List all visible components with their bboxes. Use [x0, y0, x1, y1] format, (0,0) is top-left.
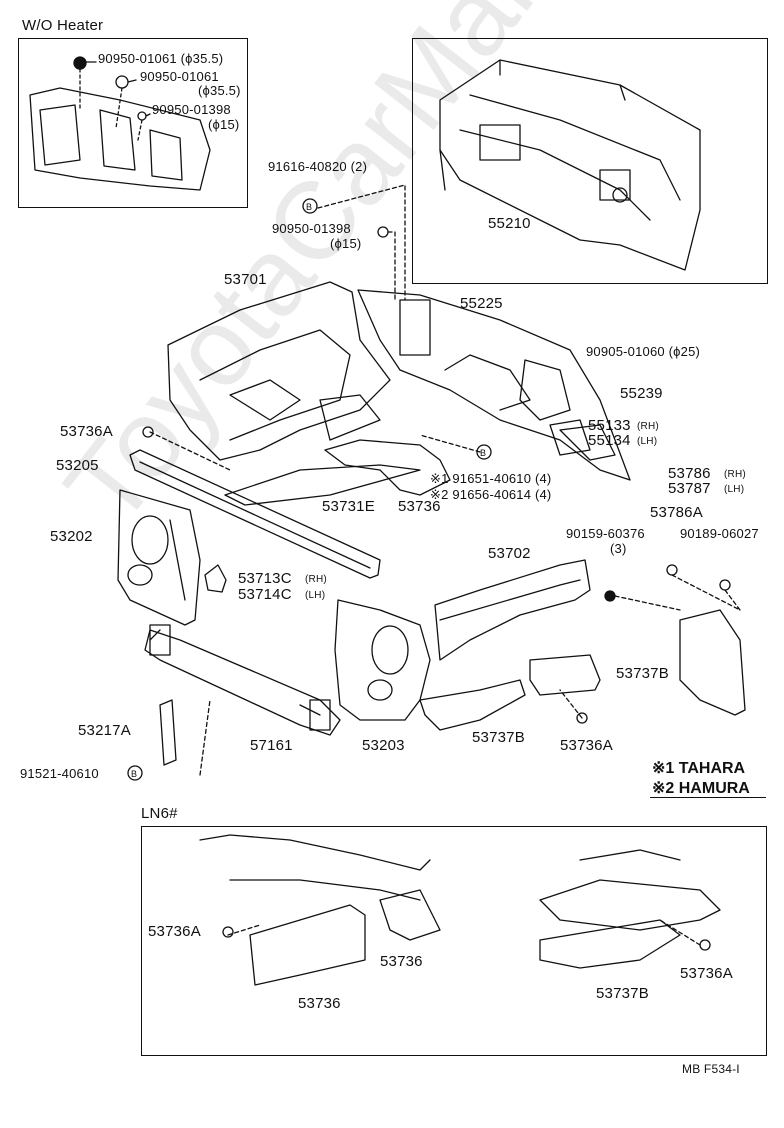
legend-rule: [650, 797, 766, 798]
label-90950-01061-b: 90950-01061: [140, 69, 219, 84]
label-53736-2: 53736: [380, 953, 423, 970]
support-57161-drawing: [144, 624, 341, 736]
label-91616-40820: 91616-40820 (2): [268, 159, 368, 174]
label-53714C: 53714C: [238, 586, 292, 603]
label-53786-side: (RH): [724, 469, 746, 480]
label-53736A-3: 53736A: [148, 923, 201, 940]
label-53713C-side: (RH): [305, 574, 327, 585]
label-53787: 53787: [668, 480, 711, 497]
inset-55210-box: [412, 38, 768, 284]
label-53737B-3: 53737B: [596, 985, 649, 1002]
label-53736-1: 53736: [398, 498, 441, 515]
panel-53702-drawing: [434, 559, 591, 661]
seal-53737B-drawing: [419, 654, 601, 731]
label-55133: 55133: [588, 417, 631, 434]
label-53736A-1: 53736A: [60, 423, 113, 440]
wo-heater-inset-drawing: [29, 56, 211, 191]
label-53786: 53786: [668, 465, 711, 482]
label-90189-06027: 90189-06027: [680, 526, 759, 541]
label-90159-qty: (3): [610, 541, 627, 556]
label-53702: 53702: [488, 545, 531, 562]
figure-code: MB F534-I: [682, 1062, 740, 1076]
label-90950-01061-a: 90950-01061 (ϕ35.5): [98, 51, 224, 66]
label-90950-01398-a-size: (ϕ15): [208, 117, 240, 132]
wo-heater-inset-box: [18, 38, 248, 208]
label-53714C-side: (LH): [305, 590, 326, 601]
label-53736A-2: 53736A: [560, 737, 613, 754]
label-53737B-2: 53737B: [472, 729, 525, 746]
leader-lines: [149, 184, 741, 946]
label-90950-01398-a: 90950-01398: [152, 102, 231, 117]
label-91656: ※2 91656-40614 (4): [430, 487, 552, 502]
label-90905-01060: 90905-01060 (ϕ25): [586, 344, 701, 359]
panel-53205-drawing: [129, 449, 381, 579]
legend-tahara: ※1 TAHARA: [652, 760, 746, 777]
label-90950-01398-b: 90950-01398: [272, 221, 351, 236]
label-53736-3: 53736: [298, 995, 341, 1012]
label-55210: 55210: [488, 215, 531, 232]
panel-53701-drawing: [167, 281, 391, 461]
panel-53202-drawing: [117, 489, 201, 626]
legend-hamura: ※2 HAMURA: [652, 780, 750, 797]
label-55134-side: (LH): [637, 436, 658, 447]
label-55239: 55239: [620, 385, 663, 402]
brace-53217A-drawing: [159, 699, 177, 766]
label-53731E: 53731E: [322, 498, 375, 515]
panel-53203-drawing: [334, 599, 431, 721]
label-53202: 53202: [50, 528, 93, 545]
label-57161: 57161: [250, 737, 293, 754]
label-53787-side: (LH): [724, 484, 745, 495]
ln6-inset-box: [141, 826, 767, 1056]
label-90950-01398-b-size: (ϕ15): [330, 236, 362, 251]
label-91521-40610: 91521-40610: [20, 766, 99, 781]
label-53737B-1: 53737B: [616, 665, 669, 682]
label-53217A: 53217A: [78, 722, 131, 739]
svg-text:B: B: [131, 769, 137, 779]
label-55225: 55225: [460, 295, 503, 312]
label-53203: 53203: [362, 737, 405, 754]
ln6-title: LN6#: [141, 805, 178, 822]
label-90950-01061-b-size: (ϕ35.5): [198, 83, 241, 98]
label-53786A: 53786A: [650, 504, 703, 521]
wo-heater-title: W/O Heater: [22, 17, 104, 34]
mudguard-53786A-drawing: [604, 564, 746, 716]
bracket-53713C-drawing: [204, 564, 227, 593]
label-53205: 53205: [56, 457, 99, 474]
svg-text:B: B: [480, 448, 486, 458]
svg-text:B: B: [306, 202, 312, 212]
label-55134: 55134: [588, 432, 631, 449]
label-53713C: 53713C: [238, 570, 292, 587]
panel-55225-drawing: [357, 289, 631, 481]
ln6-inset-drawing: [199, 834, 721, 986]
label-55133-side: (RH): [637, 421, 659, 432]
label-90159-60376: 90159-60376: [566, 526, 645, 541]
label-91651: ※1 91651-40610 (4): [430, 471, 552, 486]
panel-53731E-drawing: [224, 439, 451, 506]
inset-55210-drawing: [439, 59, 701, 271]
label-53701: 53701: [224, 271, 267, 288]
small-seal-55133-drawing: [559, 424, 616, 461]
label-53736A-4: 53736A: [680, 965, 733, 982]
